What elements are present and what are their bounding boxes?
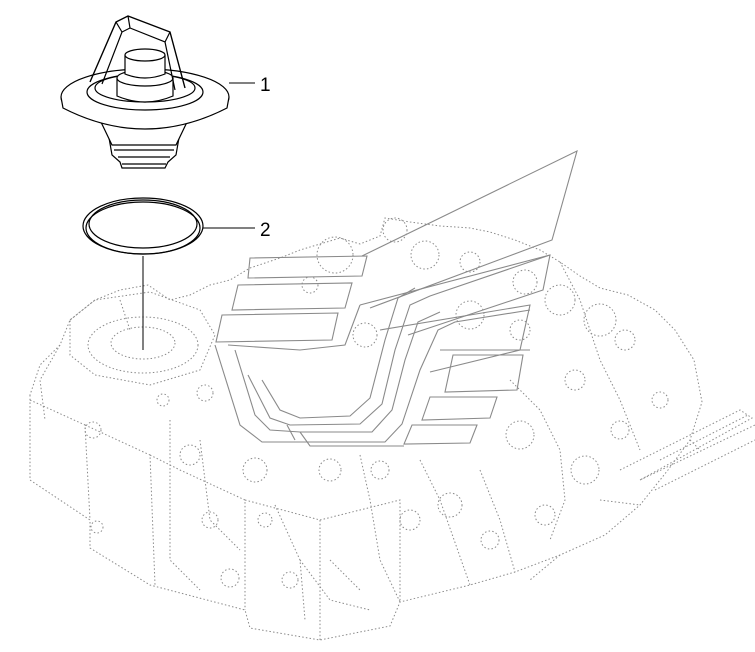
engine-block-ghost [29, 217, 755, 641]
o-ring-part [82, 197, 255, 350]
gasket-panels [214, 149, 578, 447]
callout-label-1: 1 [260, 75, 271, 96]
callout-label-2: 2 [260, 220, 271, 241]
thermostat-part [60, 15, 255, 169]
